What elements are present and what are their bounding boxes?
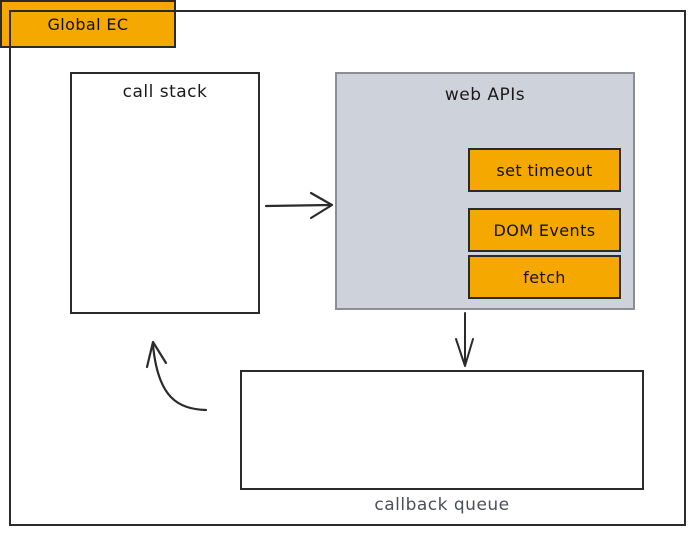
callback-queue-label: callback queue [374,495,510,515]
web-api-item-dom-events[interactable]: DOM Events [468,208,621,252]
web-api-item-set-timeout[interactable]: set timeout [468,148,621,192]
call-stack-frame-global-ec[interactable]: Global EC [0,0,176,48]
call-stack-title: call stack [122,82,208,102]
web-apis-title: web APIs [444,85,526,105]
web-api-item-fetch[interactable]: fetch [468,255,621,299]
callback-queue-panel [240,370,644,490]
outer-frame [9,10,686,526]
call-stack-panel [70,72,260,314]
